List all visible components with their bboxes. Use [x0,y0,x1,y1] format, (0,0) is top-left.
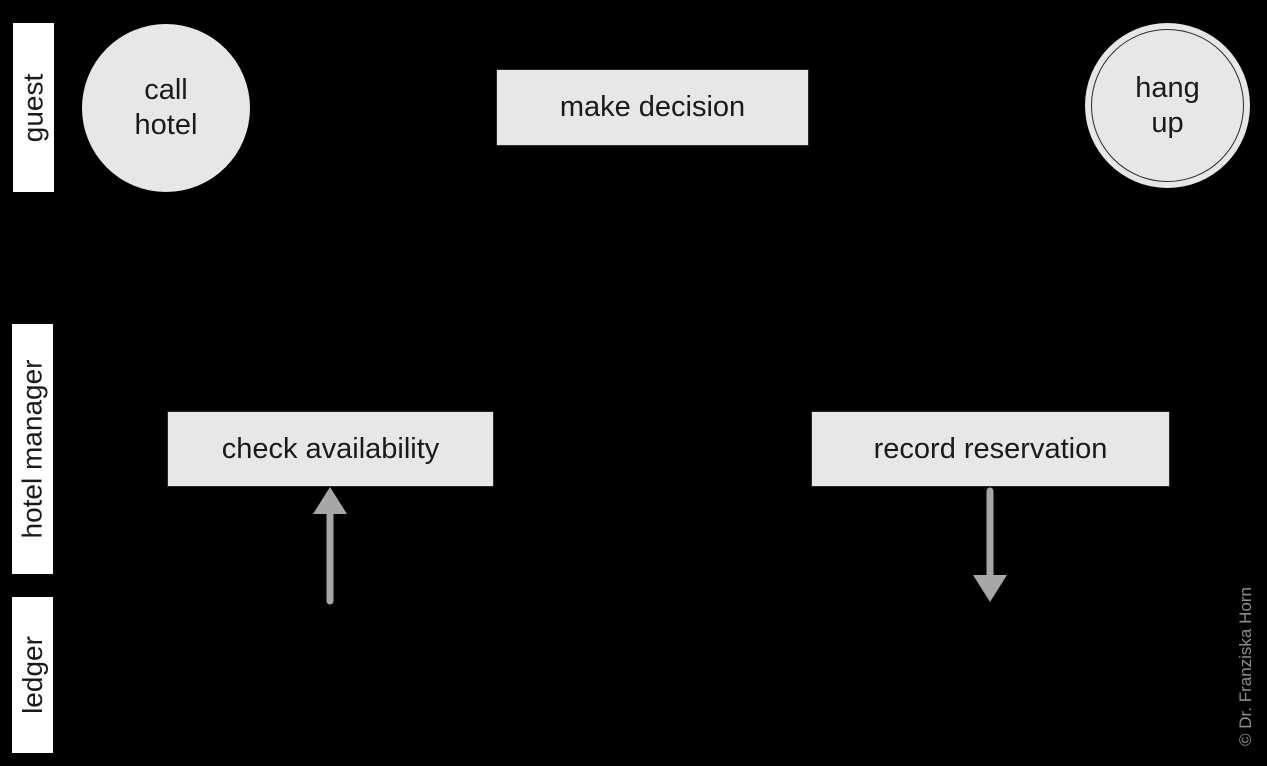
lane-label-ledger: ledger [12,597,53,753]
task-make-decision: make decision [496,69,809,146]
task-record-reservation: record reservation [811,411,1170,487]
start-event-call-hotel-label: call hotel [134,74,198,141]
task-check-availability-label: check availability [221,432,440,465]
copyright-credit: © Dr. Franziska Horn [1236,587,1255,746]
end-event-hang-up-label: hang up [1135,71,1200,139]
lane-label-ledger-text: ledger [16,636,48,714]
task-record-reservation-label: record reservation [873,432,1108,465]
arrow-ledger-to-check-availability [313,487,347,605]
lane-label-guest-text: guest [17,73,49,142]
start-event-call-hotel: call hotel [82,24,250,192]
lane-label-hotel-manager-text: hotel manager [16,359,48,539]
lane-label-hotel-manager: hotel manager [12,324,53,574]
task-check-availability: check availability [167,411,494,487]
end-event-hang-up: hang up [1085,23,1250,188]
task-make-decision-label: make decision [559,91,746,124]
lane-label-guest: guest [13,23,54,192]
arrow-record-reservation-to-ledger [973,487,1007,602]
